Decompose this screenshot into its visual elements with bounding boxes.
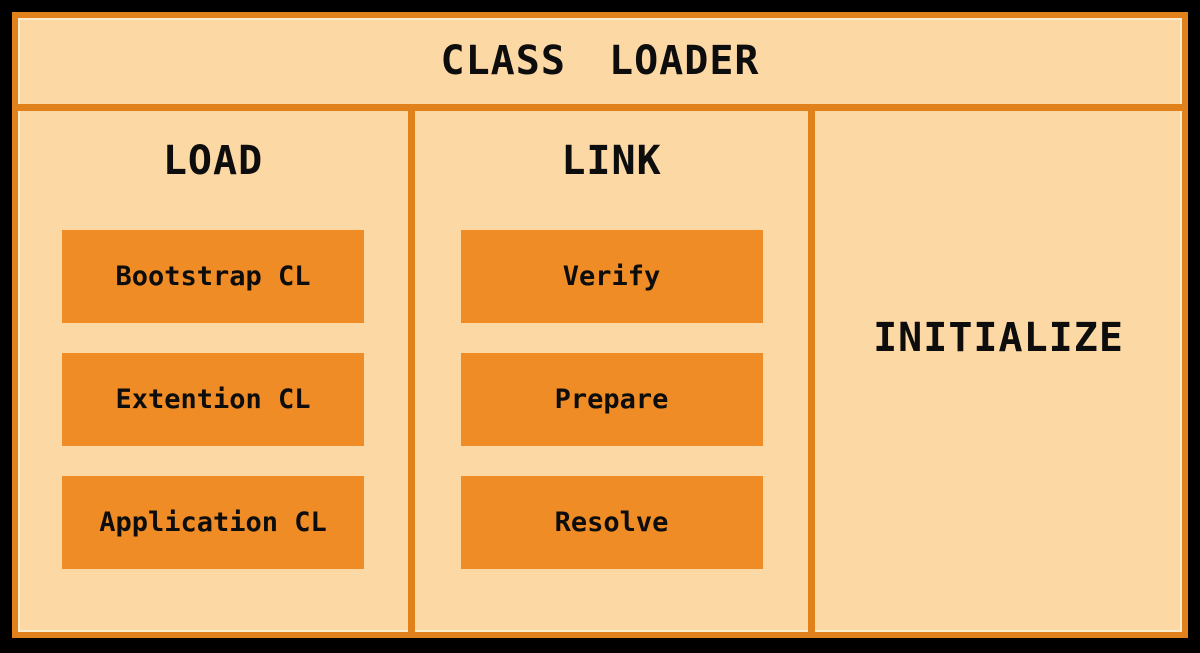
bootstrap-cl-box: Bootstrap CL bbox=[62, 230, 364, 323]
column-load: LOAD Bootstrap CL Extention CL Applicati… bbox=[18, 111, 415, 632]
column-initialize: INITIALIZE bbox=[815, 111, 1182, 632]
extention-cl-box: Extention CL bbox=[62, 353, 364, 446]
phase-columns: LOAD Bootstrap CL Extention CL Applicati… bbox=[18, 111, 1182, 632]
application-cl-box: Application CL bbox=[62, 476, 364, 569]
prepare-box: Prepare bbox=[460, 353, 763, 446]
load-phase-label: LOAD bbox=[162, 138, 264, 184]
diagram-title: CLASS LOADER bbox=[440, 38, 760, 84]
verify-box: Verify bbox=[460, 230, 763, 323]
column-link: LINK Verify Prepare Resolve bbox=[415, 111, 815, 632]
load-box-list: Bootstrap CL Extention CL Application CL bbox=[62, 230, 364, 599]
initialize-phase-label: INITIALIZE bbox=[873, 315, 1124, 361]
link-phase-label: LINK bbox=[561, 138, 662, 184]
link-box-list: Verify Prepare Resolve bbox=[460, 230, 763, 599]
diagram-header: CLASS LOADER bbox=[18, 18, 1182, 111]
resolve-box: Resolve bbox=[460, 476, 763, 569]
class-loader-panel: CLASS LOADER LOAD Bootstrap CL Extention… bbox=[12, 12, 1188, 638]
